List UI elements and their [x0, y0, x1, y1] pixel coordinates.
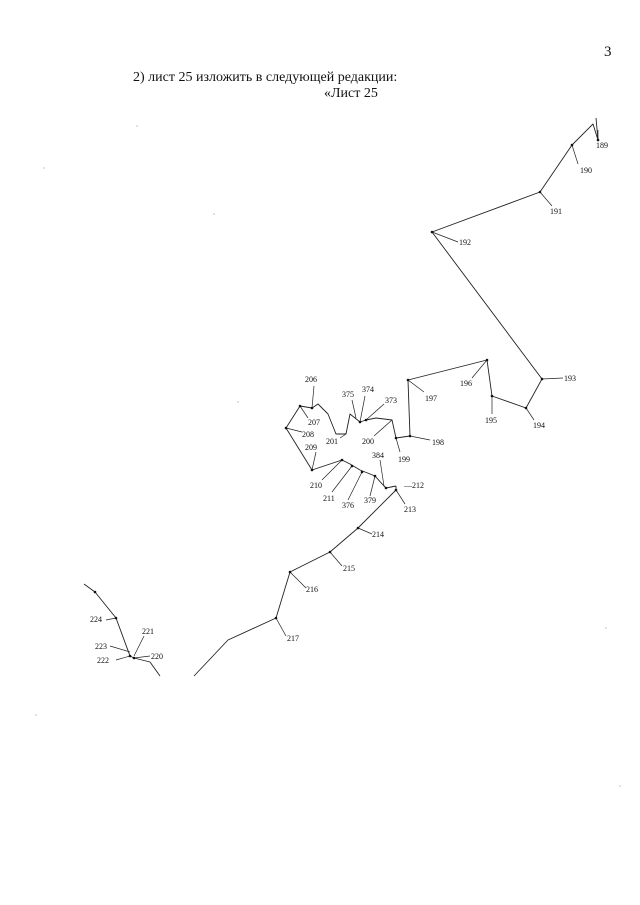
label-208: 208: [302, 430, 314, 439]
label-193: 193: [564, 374, 576, 383]
label-207: 207: [308, 418, 320, 427]
label-214: 214: [372, 530, 384, 539]
label-194: 194: [533, 421, 545, 430]
label-379: 379: [364, 496, 376, 505]
label-199: 199: [398, 455, 410, 464]
label-201: 201: [326, 437, 338, 446]
label-191: 191: [550, 207, 562, 216]
label-216: 216: [306, 585, 318, 594]
page-number: 3: [604, 44, 612, 60]
label-221: 221: [142, 627, 154, 636]
label-212: —212: [403, 481, 424, 490]
label-190: 190: [580, 166, 592, 175]
boundary-line-lower: [193, 486, 397, 677]
intro-text: 2) лист 25 изложить в следующей редакции…: [133, 70, 398, 85]
label-189: 189: [596, 141, 608, 150]
label-209: 209: [305, 443, 317, 452]
label-200: 200: [362, 437, 374, 446]
label-224: 224: [90, 615, 102, 624]
label-222: 222: [97, 656, 109, 665]
label-197: 197: [425, 394, 437, 403]
vertex-points: [93, 138, 600, 660]
sheet-title: «Лист 25: [324, 86, 378, 101]
scan-specks: [35, 125, 621, 787]
label-210: 210: [310, 481, 322, 490]
label-215: 215: [343, 564, 355, 573]
label-374: 374: [362, 385, 374, 394]
label-384: 384: [372, 451, 384, 460]
label-217: 217: [287, 634, 299, 643]
label-375: 375: [342, 390, 354, 399]
leader-lines: [105, 130, 599, 661]
label-192: 192: [459, 238, 471, 247]
label-213: 213: [404, 505, 416, 514]
point-labels: 189 190 191 192 193 194 195 196 197 198 …: [90, 141, 608, 665]
label-211: 211: [323, 494, 335, 503]
boundary-line-upper: [285, 117, 599, 489]
label-196: 196: [460, 379, 472, 388]
label-373: 373: [385, 396, 397, 405]
label-206: 206: [305, 375, 317, 384]
label-376: 376: [342, 501, 354, 510]
label-223: 223: [95, 642, 107, 651]
label-198: 198: [432, 438, 444, 447]
label-195: 195: [485, 416, 497, 425]
label-220: 220: [151, 652, 163, 661]
